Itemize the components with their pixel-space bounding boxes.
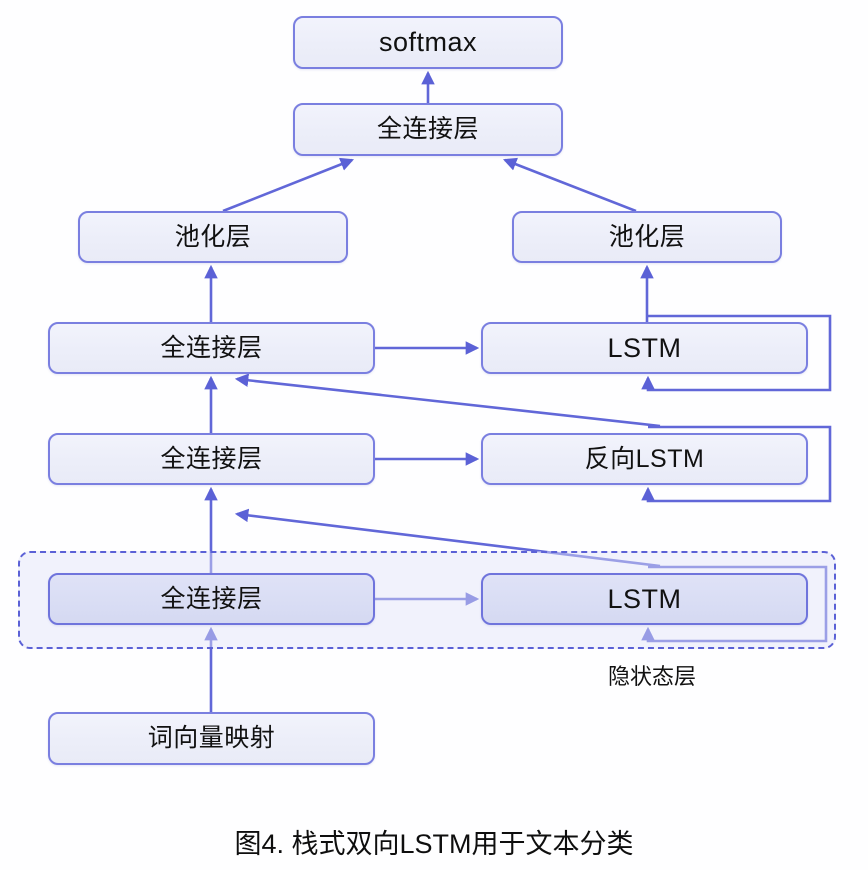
node-fully-connected-top-label: 全连接层 [376, 115, 479, 143]
node-backward-lstm-layer2-label: 反向LSTM [584, 444, 705, 473]
node-fully-connected-layer3[interactable]: 全连接层 [48, 322, 375, 374]
node-lstm-layer3[interactable]: LSTM [481, 322, 808, 374]
node-lstm-layer1[interactable]: LSTM [481, 573, 808, 625]
node-word-embedding-label: 词向量映射 [147, 724, 276, 752]
hidden-state-annotation: 隐状态层 [608, 664, 697, 689]
node-pooling-left-label: 池化层 [174, 222, 252, 251]
node-word-embedding[interactable]: 词向量映射 [48, 712, 375, 765]
node-fully-connected-top[interactable]: 全连接层 [293, 103, 563, 156]
node-backward-lstm-layer2[interactable]: 反向LSTM [481, 433, 808, 485]
node-fully-connected-layer3-label: 全连接层 [160, 333, 263, 362]
node-pooling-right[interactable]: 池化层 [512, 211, 782, 263]
node-fully-connected-layer2-label: 全连接层 [160, 444, 263, 473]
node-pooling-left[interactable]: 池化层 [78, 211, 348, 263]
node-fully-connected-layer2[interactable]: 全连接层 [48, 433, 375, 485]
edge-pool-right-to-fc-top [502, 157, 637, 213]
figure-caption: 图4. 栈式双向LSTM用于文本分类 [234, 829, 634, 859]
edge-lstm2-to-fc3 [234, 373, 661, 428]
edge-pool-left-to-fc-top [222, 157, 355, 213]
node-lstm-layer1-label: LSTM [607, 583, 682, 614]
node-softmax-label: softmax [378, 27, 478, 57]
node-lstm-layer3-label: LSTM [607, 332, 682, 363]
node-softmax[interactable]: softmax [293, 16, 563, 69]
node-fully-connected-layer1-label: 全连接层 [160, 584, 263, 613]
node-fully-connected-layer1[interactable]: 全连接层 [48, 573, 375, 625]
node-pooling-right-label: 池化层 [608, 222, 686, 251]
